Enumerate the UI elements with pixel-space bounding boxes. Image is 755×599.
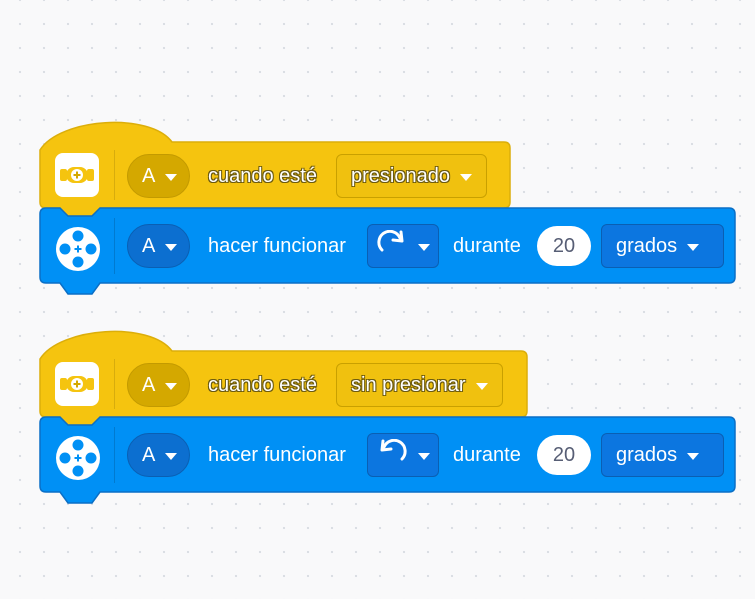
amount-input[interactable]: 20 bbox=[537, 226, 591, 266]
unit-dropdown[interactable]: grados bbox=[601, 224, 724, 268]
chevron-down-icon bbox=[165, 244, 178, 251]
port-label: A bbox=[142, 234, 156, 257]
chevron-down-icon bbox=[687, 453, 700, 460]
port-label: A bbox=[142, 373, 156, 396]
counterclockwise-arrow-icon bbox=[376, 439, 408, 471]
during-text: durante bbox=[453, 235, 521, 257]
unit-dropdown[interactable]: grados bbox=[601, 433, 724, 477]
state-dropdown[interactable]: presionado bbox=[336, 154, 487, 198]
port-dropdown[interactable]: A bbox=[127, 363, 191, 407]
chevron-down-icon bbox=[165, 453, 178, 460]
port-dropdown[interactable]: A bbox=[127, 224, 191, 268]
force-sensor-icon bbox=[55, 153, 99, 197]
chevron-down-icon bbox=[459, 174, 472, 181]
force-sensor-icon bbox=[55, 362, 99, 406]
separator bbox=[114, 218, 115, 274]
direction-dropdown[interactable] bbox=[367, 224, 439, 268]
action-text: hacer funcionar bbox=[208, 444, 346, 466]
direction-dropdown[interactable] bbox=[367, 433, 439, 477]
motor-icon bbox=[55, 435, 101, 481]
unit-label: grados bbox=[616, 443, 678, 466]
separator bbox=[114, 150, 115, 200]
unit-label: grados bbox=[616, 234, 678, 257]
action-text: hacer funcionar bbox=[208, 235, 346, 257]
chevron-down-icon bbox=[475, 383, 488, 390]
event-text: cuando esté bbox=[208, 165, 317, 187]
separator bbox=[114, 427, 115, 483]
clockwise-arrow-icon bbox=[376, 230, 408, 262]
port-label: A bbox=[142, 443, 156, 466]
chevron-down-icon bbox=[687, 244, 700, 251]
state-label: sin presionar bbox=[351, 374, 466, 396]
chevron-down-icon bbox=[165, 174, 178, 181]
amount-input[interactable]: 20 bbox=[537, 435, 591, 475]
port-dropdown[interactable]: A bbox=[127, 433, 191, 477]
motor-icon bbox=[55, 226, 101, 272]
chevron-down-icon bbox=[165, 383, 178, 390]
chevron-down-icon bbox=[418, 453, 430, 460]
port-dropdown[interactable]: A bbox=[127, 154, 191, 198]
chevron-down-icon bbox=[418, 244, 430, 251]
state-label: presionado bbox=[351, 165, 450, 187]
event-text: cuando esté bbox=[208, 374, 317, 396]
state-dropdown[interactable]: sin presionar bbox=[336, 363, 503, 407]
separator bbox=[114, 359, 115, 409]
port-label: A bbox=[142, 164, 156, 187]
during-text: durante bbox=[453, 444, 521, 466]
